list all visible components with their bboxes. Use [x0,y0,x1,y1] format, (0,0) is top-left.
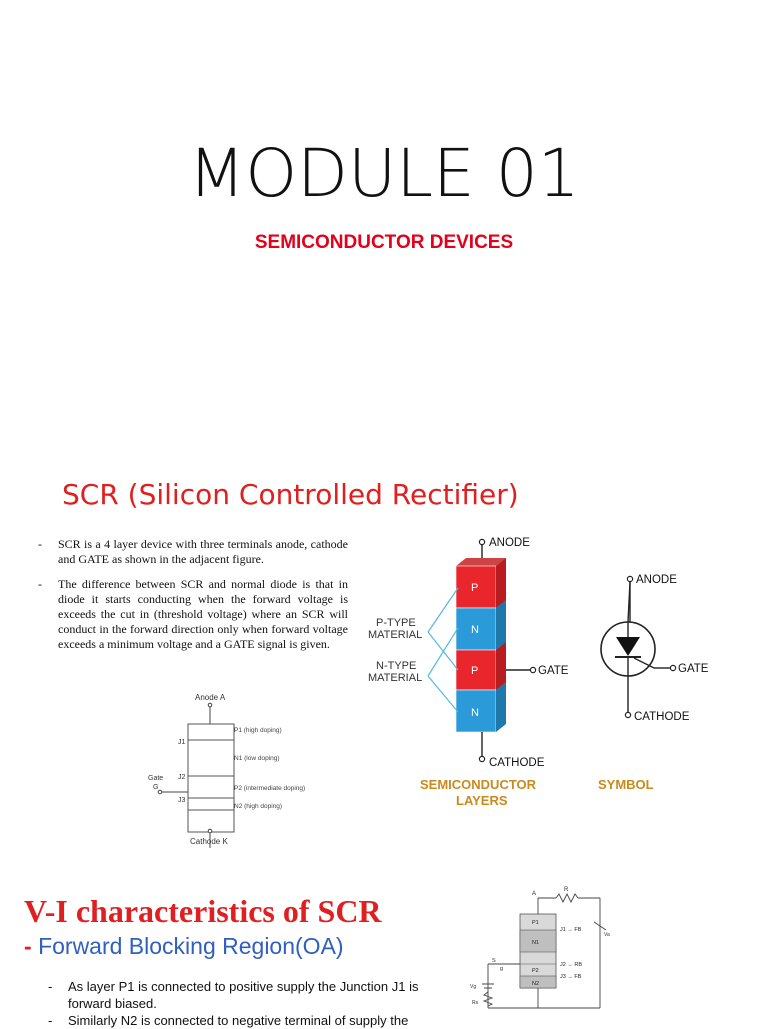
caption-layers: LAYERS [456,793,508,808]
circuit-s-label: S [492,958,496,964]
cathode-k-label: Cathode K [190,837,228,846]
vi-characteristics-heading: V-I characteristics of SCR [24,893,382,929]
layer-n2-label: N2 (high doping) [234,803,282,810]
gate-label: Gate [148,775,163,782]
vi-bullet: As layer P1 is connected to positive sup… [48,978,438,1012]
module-title: MODULE 01 [188,135,580,212]
vi-bullet: Similarly N2 is connected to negative te… [48,1012,438,1029]
circuit-a-label: A [532,891,536,897]
circuit-va-label: Va [604,932,610,938]
circuit-j2-label: J2 → RB [560,962,582,968]
anode-a-label: Anode A [195,693,226,702]
scr-bias-circuit-diagram: A R Va P1 N1 P2 N2 J1 → FB J2 → RB J3 → … [470,887,610,1009]
layer-p-lower [455,649,497,691]
subheading-dash: - [24,933,32,959]
scr-layer-structure-diagram: Anode A J1 J2 J3 Gate G P1 (high doping)… [148,693,305,848]
symbol-gate-label: GATE [678,663,709,675]
circuit-p1-label: P1 [532,920,539,926]
scr-circuit-symbol: ANODE GATE CATHODE [600,574,709,723]
forward-blocking-subheading: - Forward Blocking Region(OA) [24,933,344,960]
n-type-material-label: MATERIAL [368,672,422,684]
vi-bullet-list: As layer P1 is connected to positive sup… [48,978,438,1029]
layer-n1-label: N1 (low doping) [234,755,280,762]
layer-n-bottom [455,689,497,733]
junction-j1-label: J1 [178,739,186,746]
n-type-label: N-TYPE [376,660,416,672]
layer-letter-p: P [471,582,478,594]
symbol-anode-label: ANODE [636,574,677,586]
junction-j3-label: J3 [178,797,186,804]
circuit-j1-label: J1 → FB [560,927,582,933]
p-type-label: P-TYPE [376,617,416,629]
module-subtitle: SEMICONDUCTOR DEVICES [254,232,514,253]
caption-semiconductor: SEMICONDUCTOR [420,777,537,792]
circuit-vg-label: Vg [470,984,476,990]
material-pointer-arrows [427,587,459,713]
cathode-terminal-label: CATHODE [489,757,545,769]
layer-p-top [455,565,497,609]
symbol-cathode-label: CATHODE [634,711,690,723]
circuit-n1-label: N1 [532,940,539,946]
circuit-j3-label: J3 → FB [560,974,582,980]
junction-j2-label: J2 [178,774,186,781]
scr-heading: SCR (Silicon Controlled Rectifier) [62,478,519,511]
scr-semiconductor-layers-figure: ANODE P N P N GATE CATHODE P-TYPE MATERI… [368,537,709,808]
gate-terminal-label: GATE [538,665,569,677]
layer-letter-n: N [471,624,479,636]
p-type-material-label: MATERIAL [368,629,422,641]
gate-g-label: G [153,784,158,791]
circuit-p2-label: P2 [532,968,539,974]
subheading-text: Forward Blocking Region(OA) [38,933,344,959]
layer-letter-n: N [471,707,479,719]
layer-letter-p: P [471,665,478,677]
circuit-rs-label: Rs [472,1000,479,1006]
layer-p2-label: P2 (intermediate doping) [234,785,305,792]
layer-n-upper [455,607,497,651]
anode-label: ANODE [489,537,530,549]
scr-bullet: SCR is a 4 layer device with three termi… [38,537,348,567]
scr-bullet-list: SCR is a 4 layer device with three termi… [38,537,348,662]
circuit-g-label: g [500,966,503,972]
scr-bullet: The difference between SCR and normal di… [38,577,348,652]
circuit-r-label: R [564,887,569,893]
circuit-n2-label: N2 [532,981,539,987]
layer-p1-label: P1 (high doping) [234,727,282,734]
caption-symbol: SYMBOL [598,777,654,792]
